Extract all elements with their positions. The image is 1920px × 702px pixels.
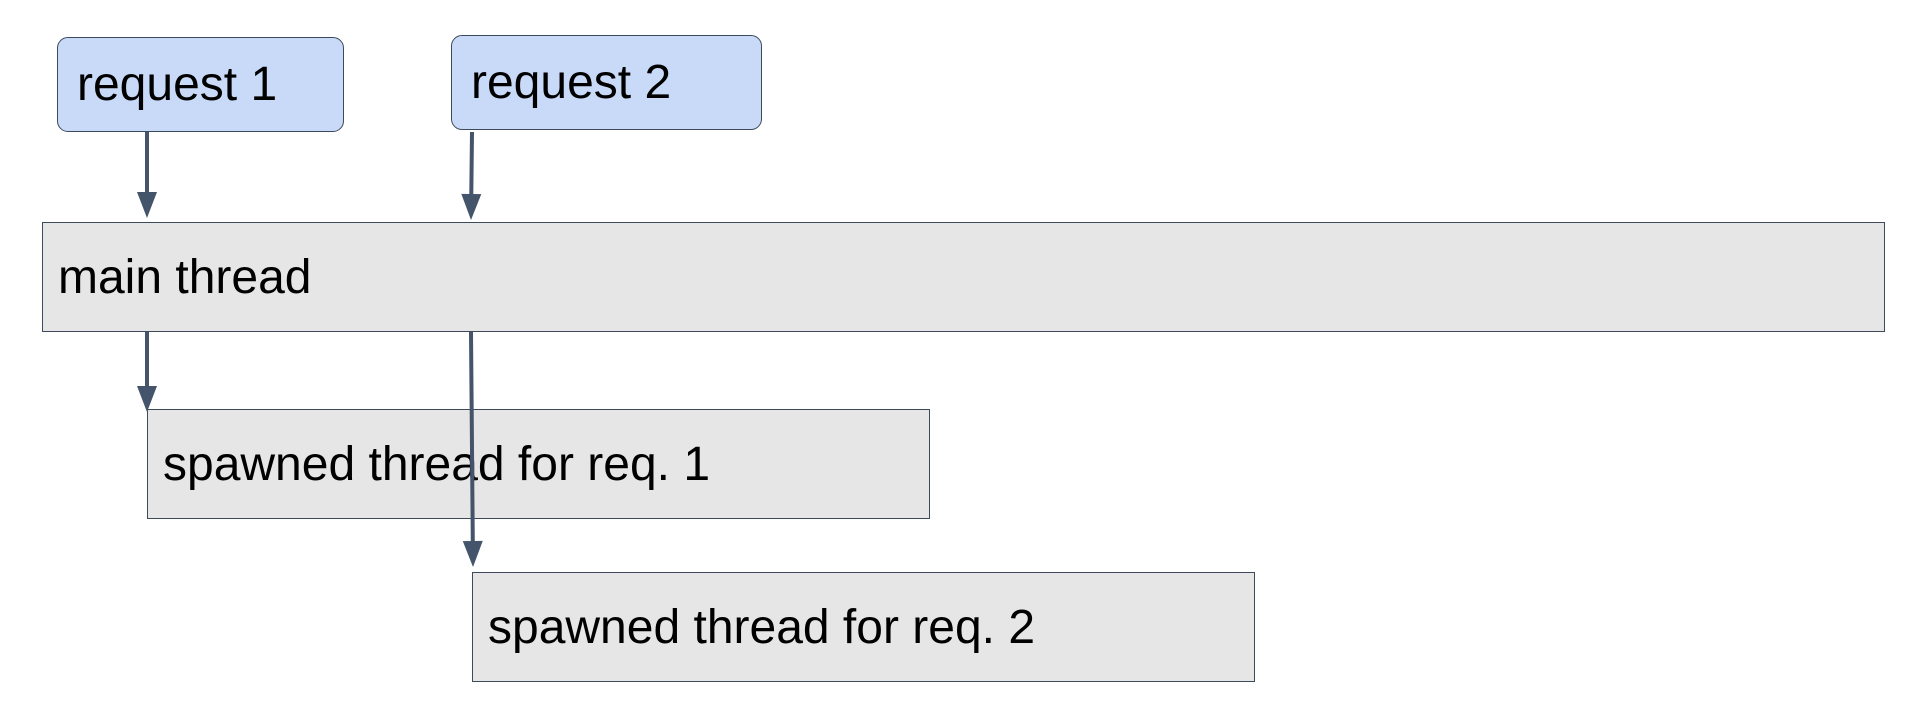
spawned-thread-2-box: spawned thread for req. 2 [472,572,1255,682]
arrow-main-to-spawned-1 [137,332,157,412]
spawned-thread-1-box: spawned thread for req. 1 [147,409,930,519]
main-thread-label: main thread [58,250,312,304]
arrow-request-2-to-main [461,131,482,220]
request-2-box: request 2 [451,35,762,130]
request-2-label: request 2 [471,56,672,109]
request-1-box: request 1 [57,37,344,132]
spawned-thread-1-label: spawned thread for req. 1 [163,437,711,491]
spawned-thread-2-label: spawned thread for req. 2 [488,600,1036,654]
request-1-label: request 1 [77,58,278,111]
main-thread-box: main thread [42,222,1885,332]
arrow-request-1-to-main [137,132,157,218]
